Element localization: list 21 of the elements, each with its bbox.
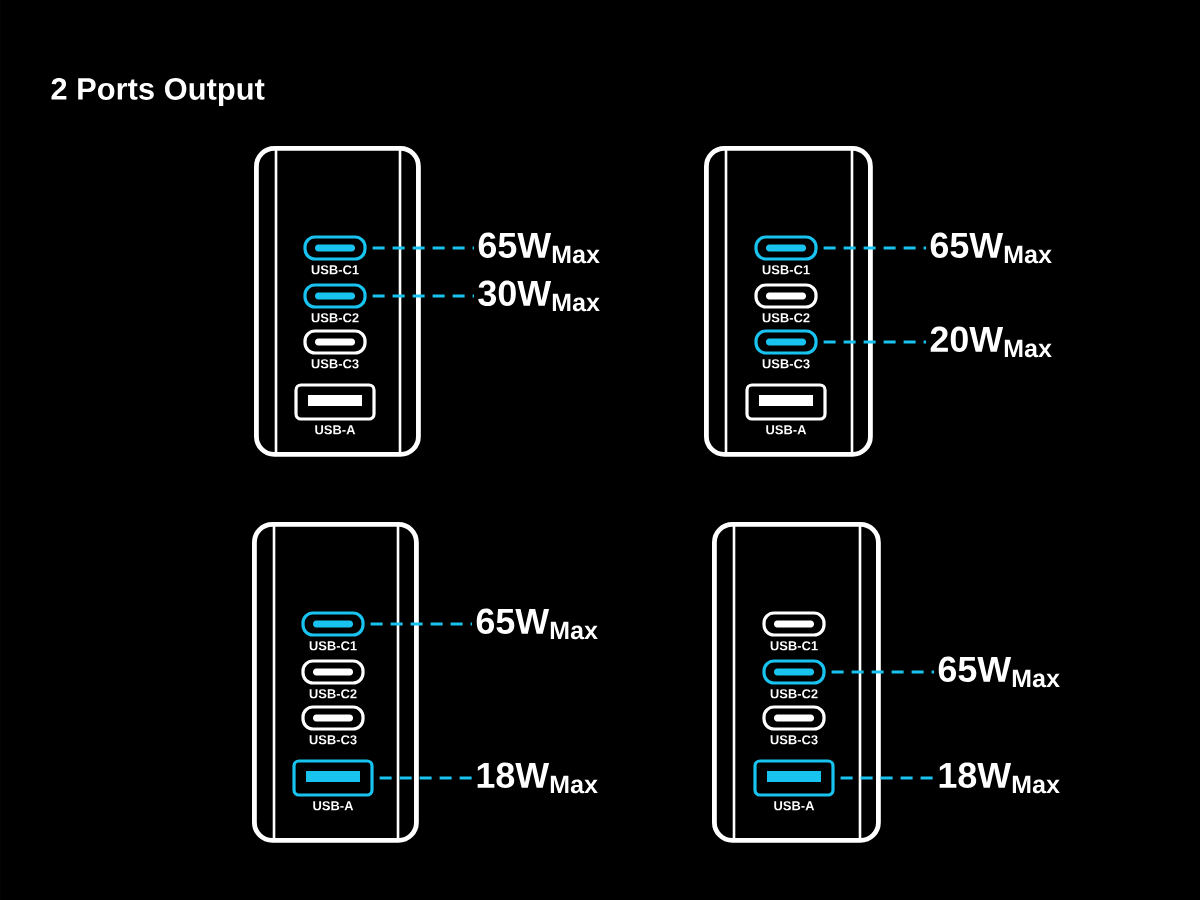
power-label: 65W$_{Max}$: [478, 232, 600, 264]
power-label: 65W$_{Max}$: [930, 232, 1052, 264]
power-label: 20W$_{Max}$: [930, 326, 1052, 358]
dashed-line: [840, 776, 934, 780]
power-label: 18W$_{Max}$: [477, 762, 598, 794]
dashed-line: [379, 776, 472, 780]
power-label: 30W$_{Max}$: [478, 280, 600, 312]
dashed-line: [831, 670, 934, 674]
charger-outline: [252, 522, 419, 843]
dashed-line: [823, 246, 926, 250]
dashed-line: [823, 340, 926, 344]
charger-outline: [712, 522, 881, 843]
power-label: 65W$_{Max}$: [476, 608, 598, 640]
dashed-line: [370, 622, 472, 626]
dashed-line: [372, 294, 474, 298]
title: 2 Ports Output: [51, 78, 265, 106]
charger-outline: [704, 146, 873, 457]
power-label: 18W$_{Max}$: [939, 762, 1060, 794]
dashed-line: [372, 246, 474, 250]
power-label: 65W$_{Max}$: [938, 656, 1060, 688]
charger-outline: [254, 146, 421, 457]
